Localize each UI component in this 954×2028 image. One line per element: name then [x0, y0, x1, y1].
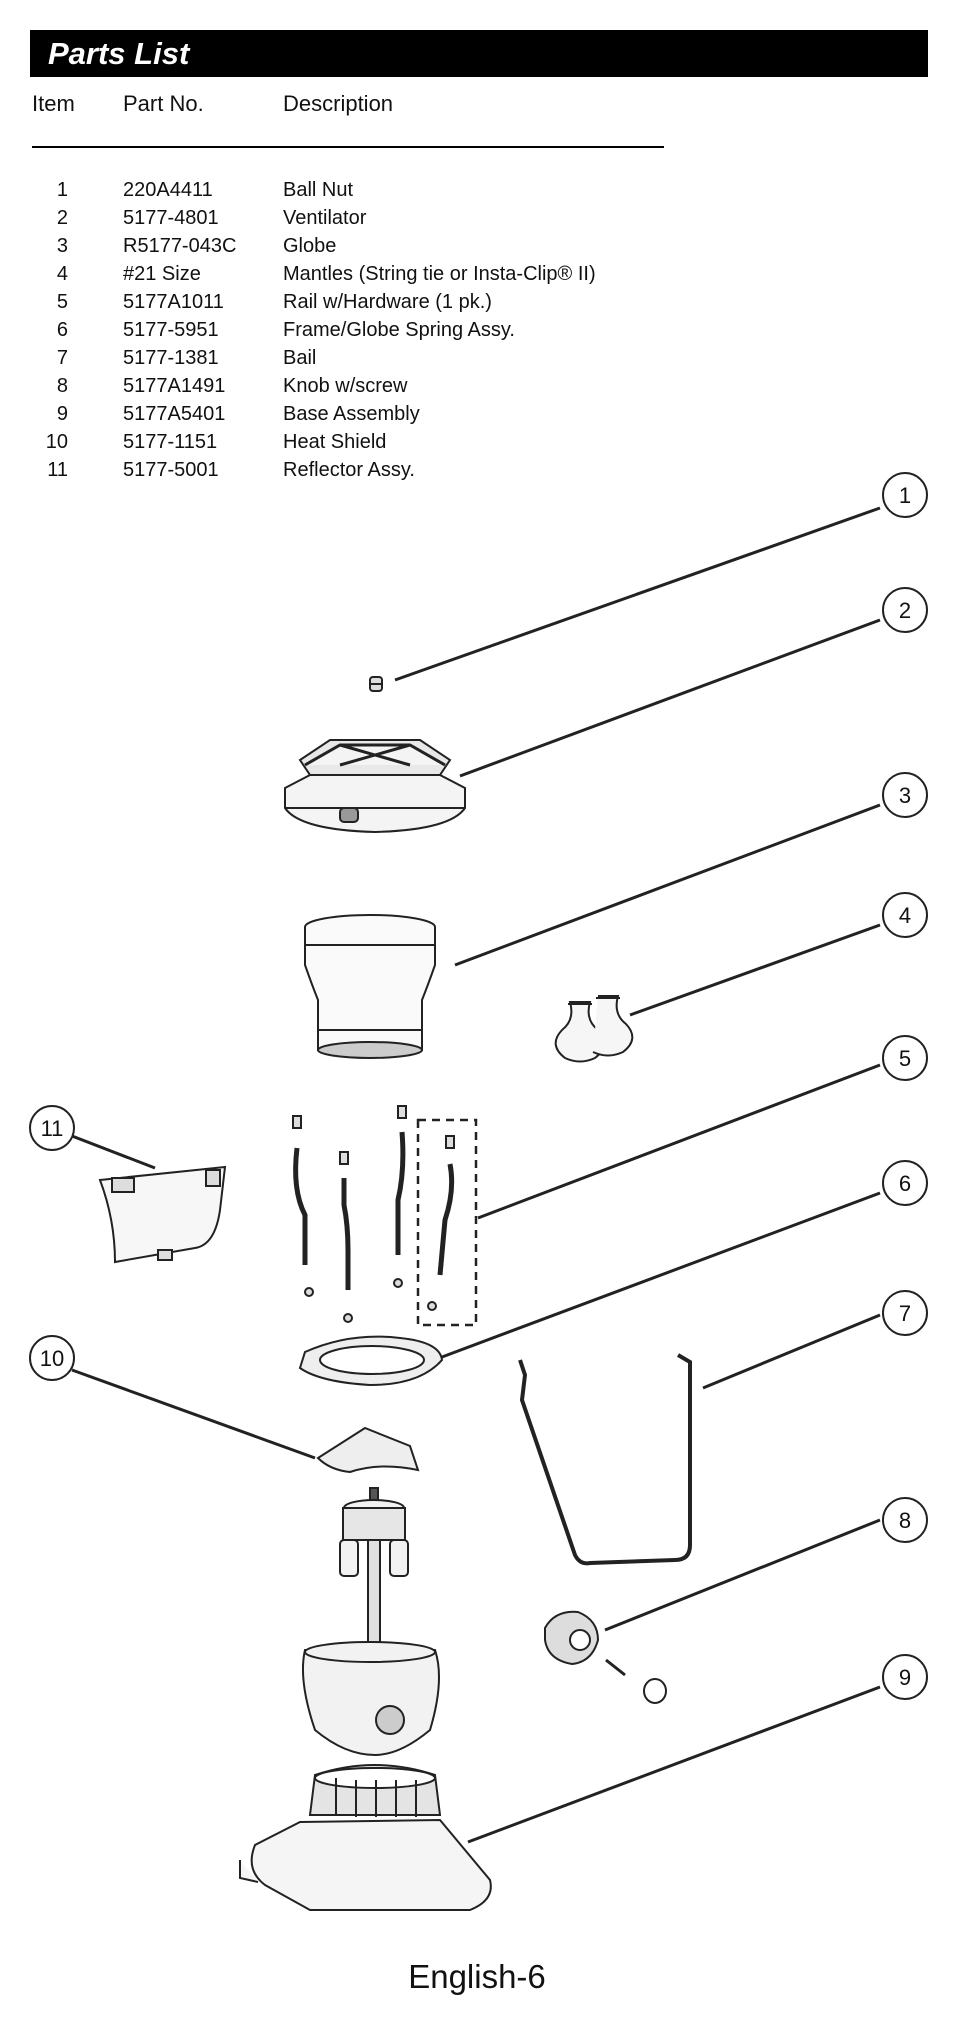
table-row: 4 #21 Size Mantles (String tie or Insta-Cl… — [32, 260, 596, 288]
table-row: 8 5177A1491 Knob w/screw — [32, 372, 596, 400]
reflector-part — [98, 1165, 227, 1264]
callout-label: 5 — [899, 1046, 911, 1071]
item-number: 6 — [56, 319, 68, 341]
callout-6: 6 — [882, 1160, 928, 1206]
table-row: 9 5177A5401 Base Assembly — [32, 400, 596, 428]
leader-lines — [71, 506, 881, 1844]
callout-9: 9 — [882, 1654, 928, 1700]
callout-label: 9 — [899, 1665, 911, 1690]
item-number: 7 — [56, 347, 68, 369]
part-description: Frame/Globe Spring Assy. — [283, 319, 515, 341]
part-description: Bail — [283, 347, 317, 369]
part-description: Base Assembly — [283, 403, 420, 425]
callout-label: 4 — [899, 903, 911, 928]
ball-nut-part — [369, 676, 383, 692]
bail-part — [518, 1353, 692, 1566]
callout-label: 6 — [899, 1171, 911, 1196]
part-number: 5177-1381 — [123, 347, 219, 369]
table-row: 7 5177-1381 Bail — [32, 344, 596, 372]
part-description: Rail w/Hardware (1 pk.) — [283, 291, 492, 313]
mantles-part — [554, 995, 634, 1063]
table-row: 2 5177-4801 Ventilator — [32, 204, 596, 232]
page-footer: English-6 — [408, 1958, 546, 1995]
header-divider — [32, 146, 664, 148]
part-description: Ball Nut — [283, 179, 354, 201]
part-description: Mantles (String tie or Insta-Clip® II) — [283, 263, 596, 285]
callout-label: 3 — [899, 783, 911, 808]
part-number: 5177A5401 — [123, 403, 226, 425]
column-header-item: Item — [32, 91, 75, 116]
globe-part — [304, 914, 436, 1059]
page-title: Parts List — [48, 36, 190, 71]
item-number: 5 — [56, 291, 68, 313]
callout-label: 10 — [40, 1346, 64, 1371]
item-number: 8 — [56, 375, 68, 397]
part-number: 5177-5001 — [123, 459, 219, 481]
callout-label: 7 — [899, 1301, 911, 1326]
knob-part — [544, 1610, 667, 1704]
item-number: 11 — [47, 459, 68, 481]
part-number: 5177-4801 — [123, 207, 219, 229]
item-number: 3 — [56, 235, 68, 257]
part-number: #21 Size — [123, 263, 201, 285]
callout-8: 8 — [882, 1497, 928, 1543]
part-description: Knob w/screw — [283, 375, 408, 397]
callout-label: 11 — [41, 1116, 64, 1141]
item-number: 10 — [45, 431, 68, 453]
part-description: Globe — [283, 235, 337, 257]
parts-table: 1 220A4411 Ball Nut 2 5177-4801 Ventilator 3… — [32, 176, 596, 484]
rails-part — [292, 1105, 478, 1327]
generator-tank-part — [301, 1487, 440, 1757]
part-number: 5177A1011 — [123, 291, 224, 313]
table-row: 3 R5177-043C Globe — [32, 232, 596, 260]
heat-shield-part — [316, 1426, 420, 1474]
callout-5: 5 — [882, 1035, 928, 1081]
callout-1: 1 — [882, 472, 928, 518]
column-header-description: Description — [283, 91, 394, 116]
part-number: 220A4411 — [123, 179, 213, 201]
callout-7: 7 — [882, 1290, 928, 1336]
callout-10: 10 — [29, 1335, 75, 1381]
item-number: 1 — [56, 179, 68, 201]
part-description: Heat Shield — [283, 431, 387, 453]
part-description: Reflector Assy. — [283, 459, 415, 481]
part-number: 5177A1491 — [123, 375, 226, 397]
table-row: 10 5177-1151 Heat Shield — [32, 428, 596, 456]
table-row: 11 5177-5001 Reflector Assy. — [32, 456, 596, 484]
table-row: 5 5177A1011 Rail w/Hardware (1 pk.) — [32, 288, 596, 316]
parts-list-title-bar: Parts List — [30, 30, 928, 77]
base-assembly-part — [239, 1764, 492, 1911]
callout-2: 2 — [882, 587, 928, 633]
ventilator-part — [284, 739, 466, 834]
item-number: 4 — [56, 263, 68, 285]
part-number: R5177-043C — [123, 235, 237, 257]
frame-part — [298, 1335, 444, 1387]
callout-3: 3 — [882, 772, 928, 818]
callout-11: 11 — [29, 1105, 75, 1151]
table-row: 6 5177-5951 Frame/Globe Spring Assy. — [32, 316, 596, 344]
column-header-part-no: Part No. — [123, 91, 204, 116]
callout-4: 4 — [882, 892, 928, 938]
part-number: 5177-5951 — [123, 319, 219, 341]
part-description: Ventilator — [283, 207, 367, 229]
callout-label: 1 — [899, 483, 911, 508]
table-row: 1 220A4411 Ball Nut — [32, 176, 596, 204]
item-number: 9 — [56, 403, 68, 425]
callout-label: 8 — [899, 1508, 911, 1533]
part-number: 5177-1151 — [123, 431, 218, 453]
callout-label: 2 — [899, 598, 911, 623]
item-number: 2 — [56, 207, 68, 229]
